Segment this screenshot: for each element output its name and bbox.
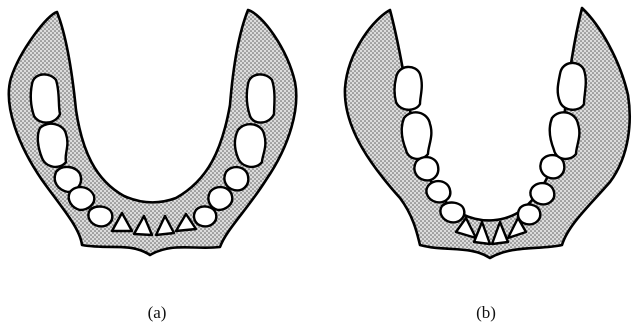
- tooth-a-r4: [208, 187, 232, 210]
- tooth-b-r4: [530, 183, 554, 204]
- panel-b: (b): [345, 8, 630, 322]
- caption-b: (b): [476, 303, 496, 322]
- tooth-a-r3: [224, 167, 248, 190]
- tooth-a-l5: [88, 207, 112, 227]
- caption-a: (a): [148, 303, 167, 322]
- tooth-a-r1: [247, 74, 275, 122]
- tooth-b-l3: [414, 157, 438, 180]
- tooth-b-r2: [550, 112, 580, 159]
- tooth-b-l5: [440, 203, 464, 223]
- tooth-b-r1: [558, 63, 586, 110]
- tooth-b-r5: [518, 205, 540, 225]
- tooth-b-l1: [395, 67, 422, 110]
- tooth-a-l1: [31, 74, 60, 122]
- panel-a: (a): [9, 10, 296, 322]
- tooth-a-r5: [194, 207, 216, 227]
- tooth-a-l4: [69, 187, 95, 210]
- jaw-outline-b: [345, 8, 630, 258]
- tooth-a-r2: [235, 124, 265, 167]
- tooth-b-l2: [402, 112, 432, 159]
- tooth-a-l2: [38, 124, 68, 167]
- tooth-b-l4: [426, 181, 450, 202]
